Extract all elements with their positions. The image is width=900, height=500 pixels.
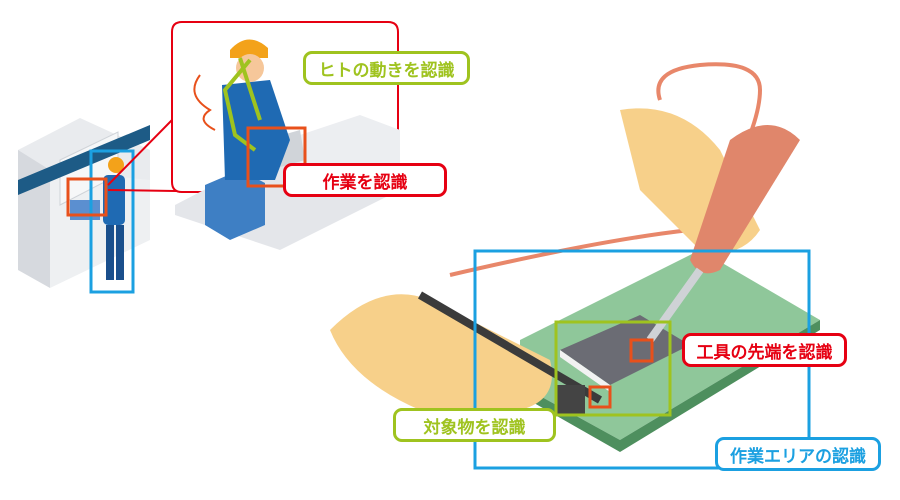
tool-tip-detection-box xyxy=(629,338,654,363)
work-label: 作業を認識 xyxy=(283,163,447,197)
human-motion-label: ヒトの動きを認識 xyxy=(303,51,470,85)
person-detection-box xyxy=(89,149,135,294)
tool-tip-detection-box-2 xyxy=(588,385,612,409)
worker-large xyxy=(193,39,290,180)
hand-detection-box xyxy=(66,177,108,217)
workstation-illustration xyxy=(18,118,150,288)
work-detection-box xyxy=(246,126,307,188)
target-object-label: 対象物を認識 xyxy=(393,408,556,442)
object-detection-box xyxy=(554,320,672,417)
worker-small xyxy=(103,157,125,280)
tool-tip-label: 工具の先端を認識 xyxy=(682,333,847,367)
work-area-label: 作業エリアの認識 xyxy=(715,437,881,471)
soldering-illustration xyxy=(330,62,820,452)
